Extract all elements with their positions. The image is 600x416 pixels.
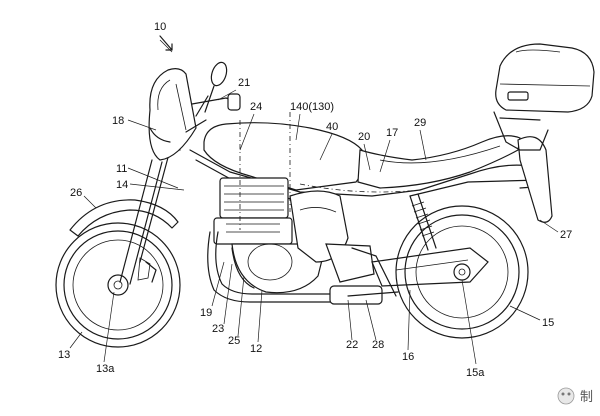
label-15: 15 [542,317,554,329]
label-10: 10 [154,21,166,33]
leader-lines [69,39,559,365]
reference-labels: 10 21 24 140(130) 40 20 17 29 18 11 14 2… [58,21,572,379]
label-27: 27 [560,229,572,241]
label-12: 12 [250,343,262,355]
label-29: 29 [414,117,426,129]
top-case [495,43,595,113]
label-26: 26 [70,187,82,199]
headlight-fairing [148,68,197,161]
label-18: 18 [112,115,124,127]
label-11: 11 [116,163,127,175]
seat [357,135,521,189]
label-19: 19 [200,307,212,319]
label-25: 25 [228,335,240,347]
label-28: 28 [372,339,384,351]
front-fender [69,199,179,237]
label-40: 40 [326,121,338,133]
label-13a: 13a [96,363,115,375]
label-24: 24 [250,101,262,113]
rear-cowl [517,136,553,223]
watermark-glyph: 制 [580,389,593,404]
mirror [204,61,228,113]
engine [213,177,375,294]
label-20: 20 [358,131,370,143]
pointer-arrow [159,35,173,51]
label-17: 17 [386,127,398,139]
label-15a: 15a [466,367,485,379]
label-22: 22 [346,339,358,351]
label-13: 13 [58,349,70,361]
swingarm [371,247,489,287]
handlebar [185,93,241,133]
rear-wheel [395,205,529,339]
label-16: 16 [402,351,414,363]
watermark: 制 [557,387,593,405]
main-frame [189,149,421,197]
label-23: 23 [212,323,224,335]
rear-shock [409,193,437,251]
label-14: 14 [116,179,128,191]
label-140: 140(130) [290,101,334,113]
front-wheel [55,222,181,348]
label-21: 21 [238,77,250,89]
